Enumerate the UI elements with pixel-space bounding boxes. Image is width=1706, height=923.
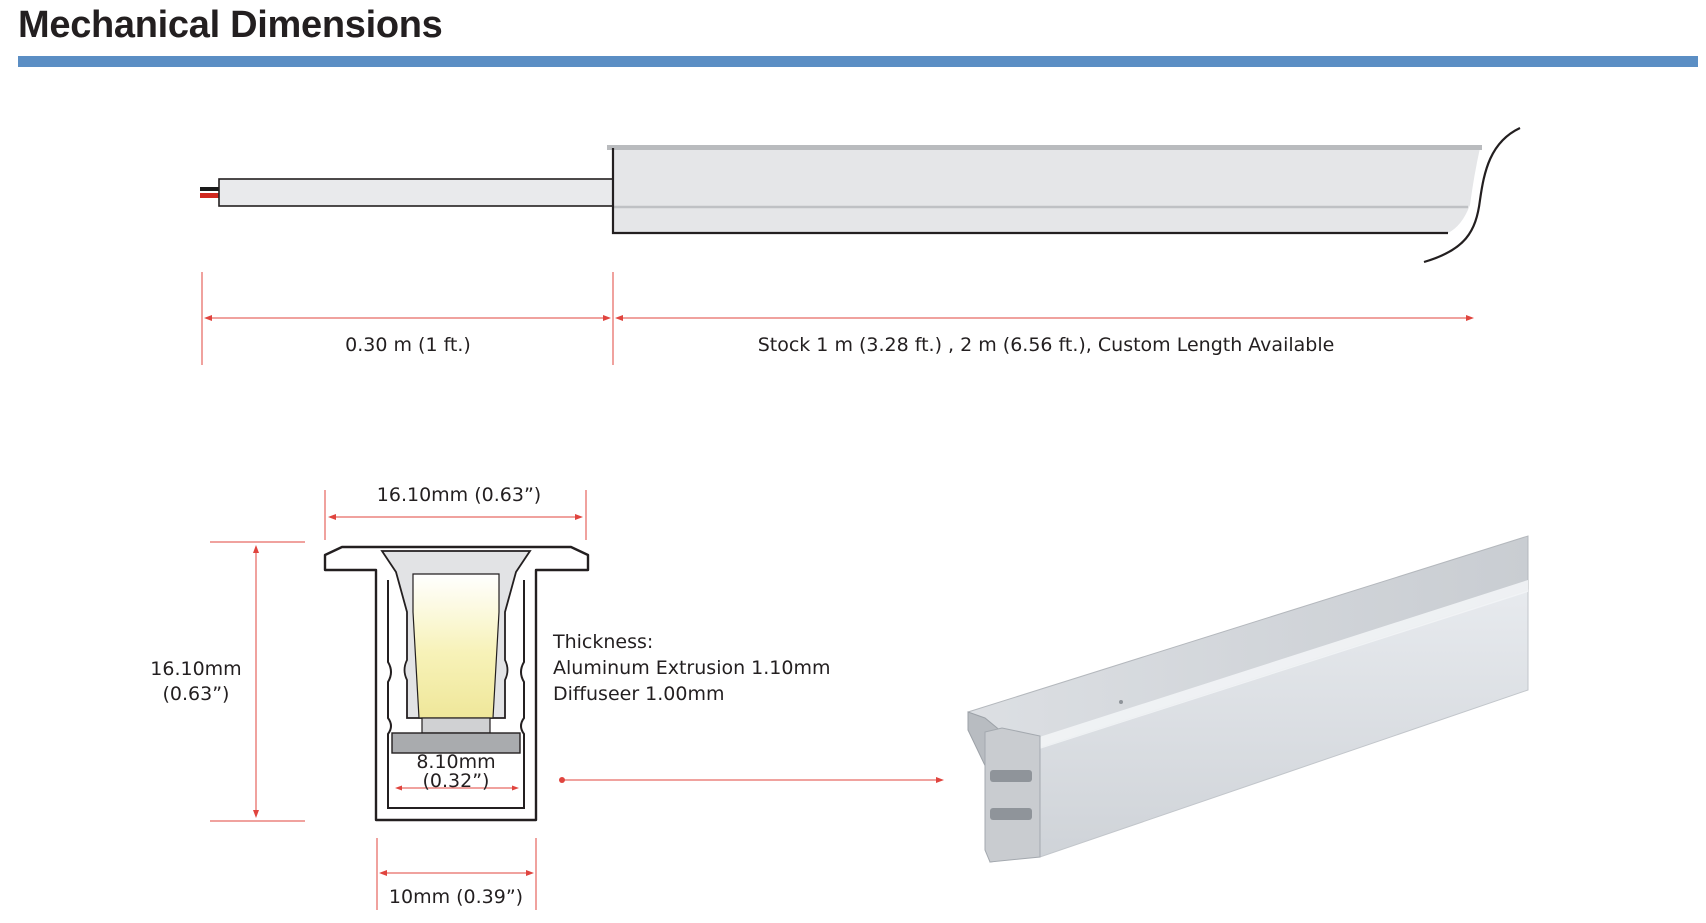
- height-label-in: (0.63”): [163, 683, 230, 705]
- led-chip: [421, 717, 491, 734]
- product-3d-view: [967, 535, 1529, 863]
- side-dimension-lines: [201, 272, 1472, 365]
- title-rule: [18, 56, 1698, 67]
- page-title: Mechanical Dimensions: [18, 4, 443, 46]
- break-line: [1423, 127, 1521, 264]
- extrusion-lip: [1030, 580, 1528, 752]
- lead-wires: [200, 187, 219, 198]
- cross-section: 16.10mm (0.63”) 16.10mm (0.63”) 8.10mm (…: [150, 484, 944, 910]
- thickness-aluminum: Aluminum Extrusion 1.10mm: [553, 657, 831, 679]
- pcb-board: [391, 732, 521, 754]
- extrusion-end-cap: [984, 727, 1041, 863]
- side-view: 0.30 m (1 ft.) Stock 1 m (3.28 ft.) , 2 …: [200, 127, 1521, 365]
- thickness-diffuser: Diffuseer 1.00mm: [553, 683, 725, 705]
- led-light-beam: [412, 573, 500, 719]
- extrusion-mark: [1119, 700, 1123, 704]
- lead-length-label: 0.30 m (1 ft.): [345, 334, 471, 356]
- cable-sheath: [218, 178, 614, 207]
- bottom-width-label: 10mm (0.39”): [389, 886, 523, 908]
- section-dimension-arrows: [253, 514, 944, 876]
- section-dimension-lines: [210, 490, 940, 910]
- extrusion-slots: [990, 770, 1032, 820]
- thickness-heading: Thickness:: [552, 631, 653, 653]
- thickness-note: Thickness: Aluminum Extrusion 1.10mm Dif…: [552, 631, 831, 705]
- inner-width-label-in: (0.32”): [423, 770, 490, 792]
- top-width-label: 16.10mm (0.63”): [377, 484, 541, 506]
- profile-length-label: Stock 1 m (3.28 ft.) , 2 m (6.56 ft.), C…: [758, 334, 1335, 356]
- profile-body: [607, 145, 1482, 235]
- inner-width-label-mm: 8.10mm: [416, 751, 495, 773]
- side-dimension-arrows: [204, 315, 1474, 321]
- channel-inner-wall: [387, 580, 525, 809]
- height-label-mm: 16.10mm: [150, 658, 241, 680]
